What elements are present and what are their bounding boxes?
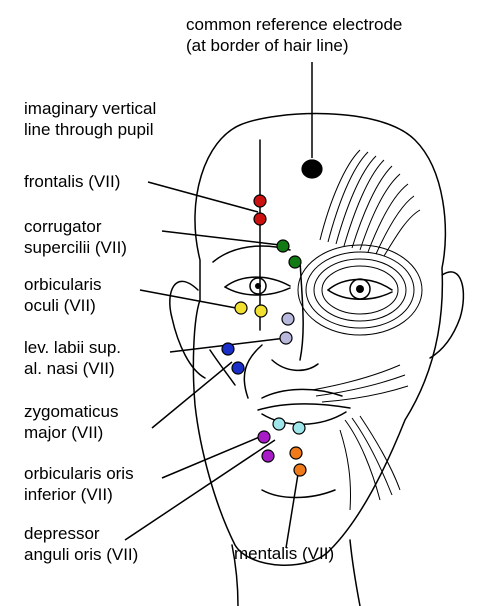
electrode-corrugator-1: [276, 239, 290, 253]
cheek-fold: [209, 349, 236, 386]
electrode-frontalis-upper: [253, 194, 267, 208]
left-eye-upper: [224, 276, 291, 288]
head-outline: [192, 112, 447, 566]
electrode-depressor-2: [261, 449, 275, 463]
electrode-orbicularis-oris-2: [292, 421, 306, 435]
label-line: depressor: [24, 524, 100, 543]
label-line: supercilii (VII): [24, 238, 127, 257]
cheek-striations: [311, 364, 409, 511]
electrode-frontalis-lower: [253, 212, 267, 226]
label-line: al. nasi (VII): [24, 359, 115, 378]
right-ear: [429, 271, 465, 359]
label-line: lev. labii sup.: [24, 338, 122, 357]
label-line: corrugator: [24, 217, 102, 236]
electrode-zygomaticus-2: [231, 361, 245, 375]
left-ear: [169, 280, 206, 379]
label-line: frontalis (VII): [24, 172, 121, 191]
label-line: orbicularis: [24, 275, 102, 294]
label-frontalis: frontalis (VII): [24, 171, 120, 192]
label-orbicularis-oculi: orbicularis oculi (VII): [24, 274, 101, 316]
label-line: imaginary vertical: [24, 99, 157, 118]
electrode-mentalis-1: [289, 446, 303, 460]
nose-bridge: [299, 259, 304, 361]
label-reference-electrode: common reference electrode (at border of…: [186, 14, 402, 56]
label-line: line through pupil: [24, 120, 154, 139]
label-line: orbicularis oris: [24, 464, 134, 483]
label-orbicularis-oris: orbicularis oris inferior (VII): [24, 463, 134, 505]
label-line: common reference electrode: [186, 15, 403, 34]
label-vertical-line: imaginary vertical line through pupil: [24, 98, 156, 140]
left-eye-lower: [224, 286, 291, 296]
frontalis-striations: [319, 149, 421, 257]
chin-curve: [261, 489, 336, 499]
label-mentalis: mentalis (VII): [234, 543, 334, 564]
label-line: inferior (VII): [24, 485, 113, 504]
electrode-orbicularis-oculi-1: [234, 301, 248, 315]
electrode-reference: [301, 159, 323, 179]
label-levator: lev. labii sup. al. nasi (VII): [24, 337, 121, 379]
electrode-levator-1: [281, 312, 295, 326]
electrode-mentalis-2: [293, 463, 307, 477]
electrodes: [221, 159, 323, 477]
label-line: major (VII): [24, 423, 104, 442]
label-line: oculi (VII): [24, 296, 96, 315]
mouth: [257, 403, 351, 411]
electrode-orbicularis-oculi-2: [254, 304, 268, 318]
label-line: anguli oris (VII): [24, 545, 139, 564]
label-line: mentalis (VII): [234, 544, 335, 563]
eyes: [249, 244, 423, 336]
electrode-depressor-1: [257, 430, 271, 444]
label-depressor: depressor anguli oris (VII): [24, 523, 138, 565]
label-corrugator: corrugator supercilii (VII): [24, 216, 127, 258]
nose-base: [271, 359, 319, 372]
neck-left: [231, 544, 239, 606]
leader-lines: [124, 62, 313, 549]
nasolabial-fold: [243, 344, 263, 399]
electrode-zygomaticus-1: [221, 342, 235, 356]
electrode-corrugator-2: [288, 255, 302, 269]
electrode-levator-2: [279, 331, 293, 345]
label-zygomaticus: zygomaticus major (VII): [24, 401, 118, 443]
electrode-orbicularis-oris-1: [272, 417, 286, 431]
label-line: zygomaticus: [24, 402, 119, 421]
neck-right: [349, 539, 361, 606]
label-line: (at border of hair line): [186, 36, 349, 55]
